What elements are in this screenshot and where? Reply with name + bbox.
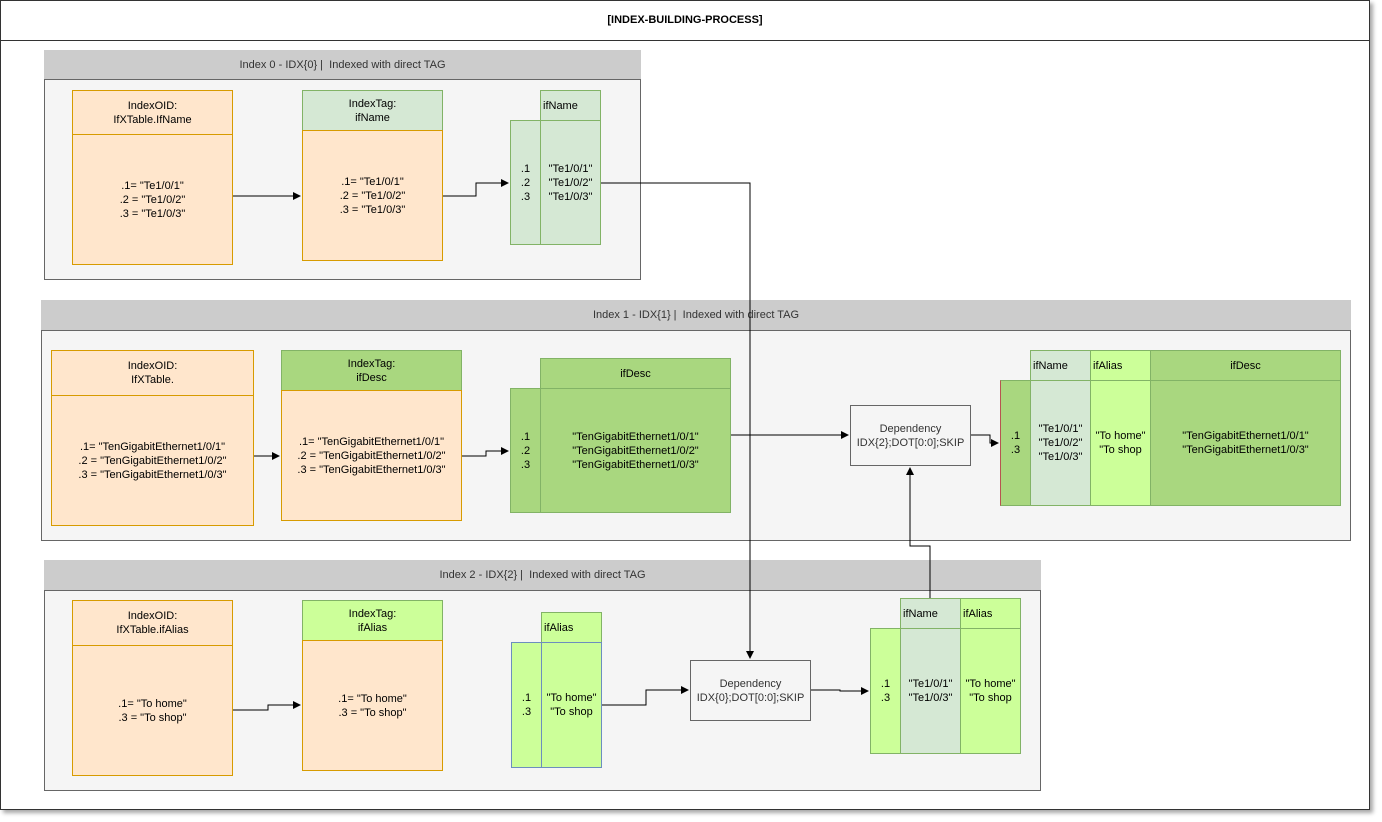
index0-header: Index 0 - IDX{0} | Indexed with direct T… <box>44 50 641 80</box>
index2-oid-header: IndexOID: IfXTable.ifAlias <box>72 600 233 646</box>
index1-oid-body: .1= "TenGigabitEthernet1/0/1" .2 = "TenG… <box>51 395 254 526</box>
index0-tag-header: IndexTag: ifName <box>302 90 443 131</box>
index2-table-index: .1 .3 <box>511 642 542 768</box>
index1-result-col-ifdesc: ifDesc <box>1150 350 1341 381</box>
index1-result-ifdesc-values: "TenGigabitEthernet1/0/1" "TenGigabitEth… <box>1150 380 1341 506</box>
index0-tag-body: .1= "Te1/0/1" .2 = "Te1/0/2" .3 = "Te1/0… <box>302 130 443 261</box>
arrow-idx2-oid-to-tag <box>233 701 301 711</box>
arrow-idx2-dependency-to-result <box>811 687 869 695</box>
index1-tag-body: .1= "TenGigabitEthernet1/0/1" .2 = "TenG… <box>281 390 462 521</box>
index2-table-values: "To home" "To shop <box>541 642 602 768</box>
index1-result-col-ifname: ifName <box>1030 350 1091 381</box>
arrow-idx0-table-to-idx2-dependency <box>601 182 754 659</box>
index0-table-values: "Te1/0/1" "Te1/0/2" "Te1/0/3" <box>540 120 601 245</box>
arrow-idx2-tag-to-table <box>602 686 689 706</box>
index2-result-col-ifalias: ifAlias <box>960 598 1021 629</box>
index2-result-ifname-values: "Te1/0/1" "Te1/0/3" <box>900 628 961 754</box>
arrow-idx0-tag-to-table <box>443 179 509 197</box>
index1-result-ifname-values: "Te1/0/1" "Te1/0/2" "Te1/0/3" <box>1030 380 1091 506</box>
index2-tag-body: .1= "To home" .3 = "To shop" <box>302 640 443 771</box>
index1-table-col-ifdesc: ifDesc <box>540 358 731 389</box>
index2-result-col-ifname: ifName <box>900 598 961 629</box>
index2-table-col-ifalias: ifAlias <box>541 612 602 643</box>
index0-oid-body: .1= "Te1/0/1" .2 = "Te1/0/2" .3 = "Te1/0… <box>72 134 233 265</box>
index2-oid-body: .1= "To home" .3 = "To shop" <box>72 645 233 776</box>
index1-dependency-box: Dependency IDX{2};DOT[0:0];SKIP <box>850 405 971 466</box>
index2-result-index: .1 .3 <box>870 628 901 754</box>
index2-header: Index 2 - IDX{2} | Indexed with direct T… <box>44 560 1041 591</box>
index1-table-index: .1 .2 .3 <box>510 388 541 513</box>
index1-tag-header: IndexTag: ifDesc <box>281 350 462 391</box>
index1-table-values: "TenGigabitEthernet1/0/1" "TenGigabitEth… <box>540 388 731 513</box>
arrow-idx2-result-to-idx1-dependency <box>906 467 931 598</box>
index2-result-ifalias-values: "To home" "To shop <box>960 628 1021 754</box>
arrow-idx1-tag-to-table <box>462 447 509 457</box>
arrow-idx1-dependency-to-result <box>971 434 999 447</box>
index2-dependency-box: Dependency IDX{0};DOT[0:0];SKIP <box>690 660 811 721</box>
diagram-title: [INDEX-BUILDING-PROCESS] <box>0 0 1370 41</box>
index1-result-index: .1 .3 <box>1000 380 1031 506</box>
index1-result-ifalias-values: "To home" "To shop <box>1090 380 1151 506</box>
index1-header: Index 1 - IDX{1} | Indexed with direct T… <box>41 300 1351 331</box>
